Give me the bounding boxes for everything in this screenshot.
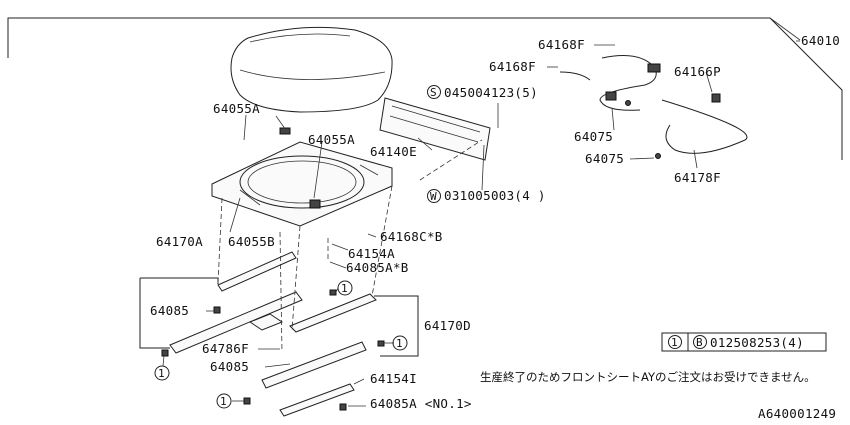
legend-circle-b	[693, 335, 707, 349]
label-64085a-no1: 64085A <NO.1>	[370, 396, 472, 411]
legend-bolt-letter: B	[696, 336, 703, 349]
legend-bolt-number: 012508253(4)	[710, 335, 804, 350]
label-64168c-b: 64168C*B	[380, 229, 443, 244]
label-64010: 64010	[801, 33, 840, 48]
seat-cushion	[230, 26, 393, 113]
circle-1-upper	[337, 280, 353, 296]
label-64085-lower: 64085	[210, 359, 249, 374]
label-64154a: 64154A	[348, 246, 395, 261]
circle-w-symbol	[427, 189, 441, 203]
label-64168f-lower: 64168F	[489, 59, 536, 74]
label-screw-045004123: 045004123(5)	[444, 85, 538, 100]
label-64075-upper: 64075	[574, 129, 613, 144]
part-labels: 64010 64168F 64168F 64166P S 045004123(5…	[150, 33, 840, 411]
circle-1-right	[392, 335, 408, 351]
seat-frame	[211, 127, 393, 227]
label-64170d: 64170D	[424, 318, 471, 333]
label-washer-031005003: 031005003(4 )	[444, 188, 546, 203]
circle-1-left-num: 1	[158, 367, 165, 380]
circle-s-symbol	[427, 85, 441, 99]
label-64786f: 64786F	[202, 341, 249, 356]
label-64168f-upper: 64168F	[538, 37, 585, 52]
alignment-lines	[217, 139, 483, 353]
diagram-id: A640001249	[758, 406, 836, 421]
rail-left-assembly	[139, 251, 303, 357]
leader-lines	[162, 40, 800, 407]
circle-1-bottom	[216, 393, 232, 409]
circle-1-right-num: 1	[396, 337, 403, 350]
label-64154i: 64154I	[370, 371, 417, 386]
label-64166p: 64166P	[674, 64, 721, 79]
circle-1-left	[154, 365, 170, 381]
label-64085a-b: 64085A*B	[346, 260, 409, 275]
label-64170a: 64170A	[156, 234, 203, 249]
rail-right-assembly	[243, 289, 419, 417]
circle-1-bottom-num: 1	[220, 395, 227, 408]
label-64055a-right: 64055A	[308, 132, 355, 147]
circle-w-letter: W	[430, 190, 437, 203]
label-64178f: 64178F	[674, 170, 721, 185]
assembly-outline	[7, 17, 843, 160]
label-64140e: 64140E	[370, 144, 417, 159]
label-64085-upper: 64085	[150, 303, 189, 318]
legend-ref-num: 1	[671, 336, 678, 349]
back-panel	[379, 97, 491, 161]
discontinued-note: 生産終了のためフロントシートAYのご注文はお受けできません。	[480, 370, 816, 384]
circle-s-letter: S	[430, 86, 437, 99]
legend-circle-1	[668, 335, 682, 349]
label-64075-lower: 64075	[585, 151, 624, 166]
bolt-legend: 1 B 012508253(4)	[661, 332, 827, 352]
circle-1-upper-num: 1	[341, 282, 348, 295]
wire-harness	[559, 55, 748, 159]
label-64055b: 64055B	[228, 234, 275, 249]
label-64055a-left: 64055A	[213, 101, 260, 116]
